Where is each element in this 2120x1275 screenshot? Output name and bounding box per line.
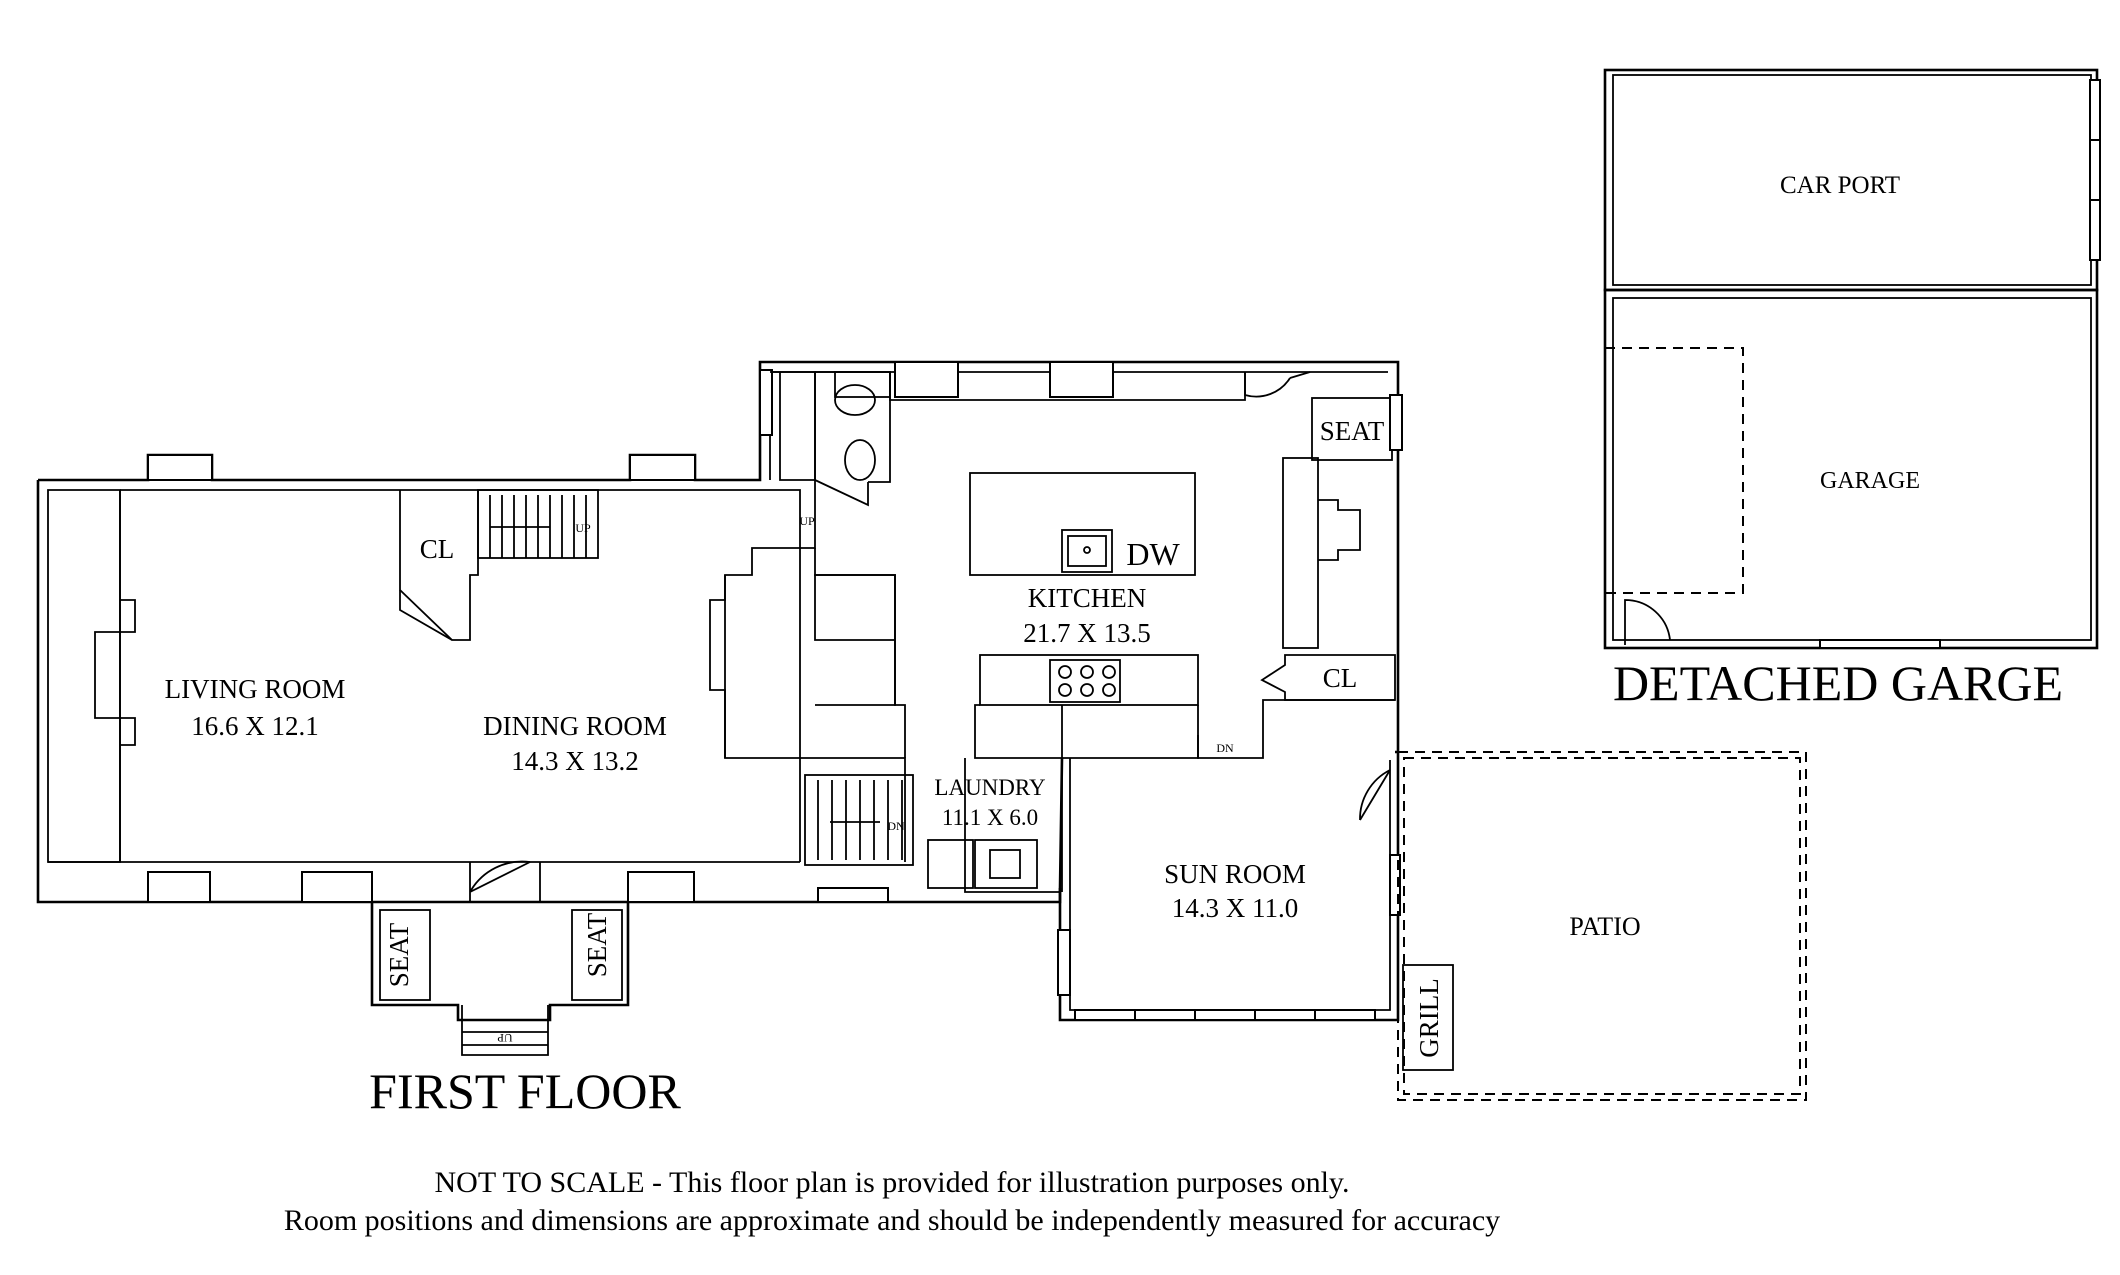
closet-label-kitchen: CL bbox=[1323, 663, 1358, 693]
sun-room-label: SUN ROOM bbox=[1164, 859, 1306, 889]
living-room-dims: 16.6 X 12.1 bbox=[191, 711, 319, 741]
kitchen-label: KITCHEN bbox=[1028, 583, 1146, 613]
sun-room-walls bbox=[1057, 394, 1403, 1022]
front-porch bbox=[370, 902, 630, 1056]
seat-label-kitchen: SEAT bbox=[1320, 416, 1385, 446]
detached-garage bbox=[1603, 68, 2101, 650]
stairs-up bbox=[477, 489, 599, 559]
sun-room-dims: 14.3 X 11.0 bbox=[1172, 893, 1299, 923]
seat-label-porch-left: SEAT bbox=[384, 922, 414, 987]
patio-label: PATIO bbox=[1569, 912, 1640, 941]
car-port-label: CAR PORT bbox=[1780, 172, 1900, 199]
kitchen-dims: 21.7 X 13.5 bbox=[1023, 618, 1151, 648]
laundry-dims: 11.1 X 6.0 bbox=[942, 805, 1038, 830]
closet-label-living: CL bbox=[420, 534, 455, 564]
seat-label-porch-right: SEAT bbox=[582, 912, 612, 977]
stairs-up-label: UP bbox=[575, 521, 591, 535]
sunroom-steps-dn-label: DN bbox=[1216, 741, 1234, 755]
detached-garage-title: DETACHED GARGE bbox=[1613, 655, 2063, 711]
porch-steps-up-label: UP bbox=[497, 1031, 513, 1045]
first-floor-title: FIRST FLOOR bbox=[369, 1063, 681, 1119]
disclaimer-line-1: NOT TO SCALE - This floor plan is provid… bbox=[435, 1166, 1350, 1199]
main-house-walls bbox=[36, 360, 1400, 1056]
laundry-stairs-dn-label: DN bbox=[887, 819, 905, 833]
kitchen-fixtures bbox=[770, 371, 1396, 893]
dishwasher-label: DW bbox=[1126, 536, 1180, 572]
disclaimer-line-2: Room positions and dimensions are approx… bbox=[284, 1204, 1500, 1237]
laundry-label: LAUNDRY bbox=[934, 775, 1046, 800]
back-stairs-up-label: UP bbox=[799, 514, 815, 528]
dining-room-label: DINING ROOM bbox=[483, 711, 667, 741]
living-room-label: LIVING ROOM bbox=[165, 674, 346, 704]
patio bbox=[1397, 751, 1807, 1101]
grill-label: GRILL bbox=[1414, 978, 1444, 1057]
garage-label: GARAGE bbox=[1820, 468, 1920, 494]
dining-room-dims: 14.3 X 13.2 bbox=[511, 746, 639, 776]
